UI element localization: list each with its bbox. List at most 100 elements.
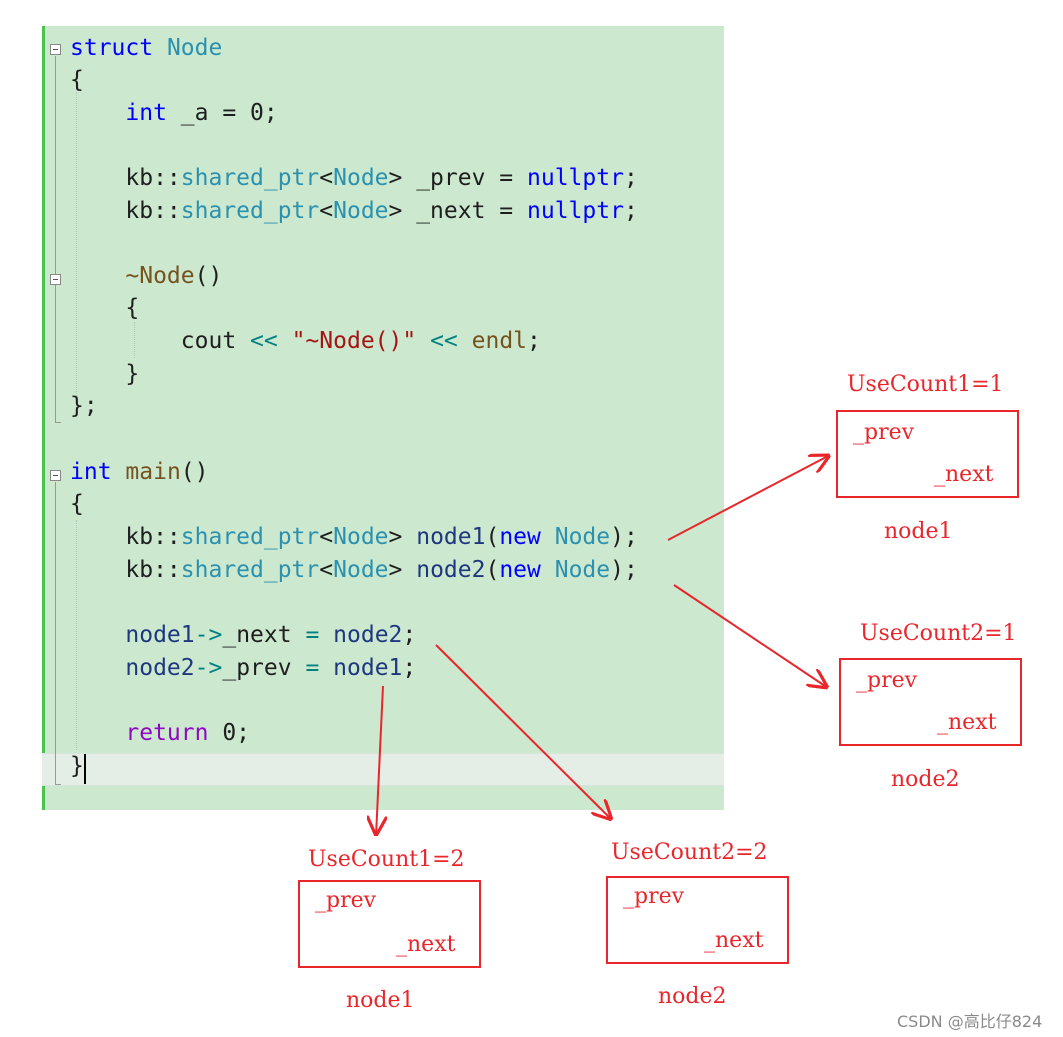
code-token: Node [554,557,611,583]
code-line[interactable]: int _a = 0; [70,97,277,129]
node-box: _prev _next [606,876,789,964]
code-token: endl [471,328,528,354]
code-token: new [499,524,541,550]
code-line[interactable]: node1->_next = node2; [70,619,416,651]
prev-field: _prev [856,668,918,693]
arrow-node2-after-assign [435,644,612,820]
code-token: kb:: [70,557,181,583]
arrow-node1-to-usecount1 [667,455,830,541]
code-line[interactable]: } [70,358,139,390]
code-token: _next [222,622,306,648]
code-token: { [70,67,84,93]
code-token: main [125,459,181,485]
node-name-label: node1 [884,519,953,544]
node-box: _prev _next [836,410,1019,498]
code-token: Node [333,165,389,191]
code-token: { [70,295,140,321]
node-name-label: node1 [346,988,415,1013]
code-line[interactable]: ~Node() [70,260,222,292]
code-token: new [499,557,541,583]
code-token: "~Node()" [291,328,417,354]
prev-field: _prev [853,420,915,445]
arrow-node2-to-usecount2 [673,584,828,688]
code-token: shared_ptr [180,557,320,583]
code-token: cout [70,328,251,354]
code-token: _prev [222,655,306,681]
next-field: _next [934,462,994,487]
code-token: ; [402,655,417,681]
editor-change-bar [42,26,45,810]
code-token: ); [610,524,638,550]
code-token: > [388,557,417,583]
indent-guide [134,322,135,358]
code-token: ~Node [125,263,195,289]
fold-guide [55,482,56,784]
node-name-label: node2 [658,984,727,1009]
code-line[interactable]: node2->_prev = node1; [70,652,416,684]
code-line[interactable]: return 0; [70,717,250,749]
code-token: () [180,459,209,485]
code-token: ; [402,622,417,648]
code-token: = [305,622,320,648]
text-caret [84,754,86,784]
code-token: << [250,328,278,354]
code-token: kb:: [70,165,181,191]
code-token: < [319,524,334,550]
code-line[interactable]: int main() [70,456,209,488]
code-token: = [305,655,320,681]
code-token: } [70,753,84,779]
code-token: ; [623,198,638,224]
code-token: < [319,557,334,583]
node-box: _prev _next [298,880,481,968]
current-line-highlight [42,753,724,786]
prev-field: _prev [623,884,685,909]
prev-field: _prev [315,888,377,913]
next-field: _next [704,928,764,953]
code-token: > [388,524,417,550]
code-token: kb:: [70,198,181,224]
indent-guide [76,520,77,750]
code-token: < [319,198,334,224]
code-token: node2 [416,557,486,583]
code-line[interactable]: kb::shared_ptr<Node> _prev = nullptr; [70,162,638,194]
code-line[interactable]: kb::shared_ptr<Node> node2(new Node); [70,554,637,586]
fold-guide [55,56,56,422]
code-token: } [70,361,140,387]
code-token: Node [333,557,389,583]
code-token: node2 [125,655,195,681]
code-line[interactable]: } [70,750,84,782]
fold-end-mark [55,784,61,785]
code-token: << [430,328,458,354]
usecount-label: UseCount2=2 [611,840,768,865]
code-line[interactable]: kb::shared_ptr<Node> _next = nullptr; [70,195,638,227]
code-line[interactable]: kb::shared_ptr<Node> node1(new Node); [70,521,638,553]
code-token: -> [194,655,223,681]
collapse-icon[interactable] [50,470,61,481]
next-field: _next [396,932,456,957]
code-line[interactable]: }; [70,390,98,422]
code-token: node1 [333,655,403,681]
indent-guide [76,92,77,416]
node-box: _prev _next [839,658,1022,746]
code-line[interactable]: { [70,64,84,96]
code-line[interactable]: cout << "~Node()" << endl; [70,325,541,357]
code-line[interactable]: { [70,292,139,324]
code-token: node2 [333,622,403,648]
code-token: { [70,491,84,517]
next-field: _next [937,710,997,735]
code-line[interactable]: { [70,488,84,520]
code-token: int [125,100,167,126]
code-token: node1 [416,524,486,550]
collapse-icon[interactable] [50,44,61,55]
code-token: ; [623,165,638,191]
usecount-label: UseCount1=1 [847,372,1004,397]
code-token: > _next = [388,198,527,224]
code-token: 0; [208,720,251,746]
code-token: nullptr [527,165,624,191]
code-line[interactable]: struct Node [70,32,222,64]
code-token: }; [70,393,98,419]
collapse-icon[interactable] [50,274,61,285]
code-editor[interactable]: struct Node{ int _a = 0; kb::shared_ptr<… [42,26,724,810]
code-token: Node [166,35,223,61]
